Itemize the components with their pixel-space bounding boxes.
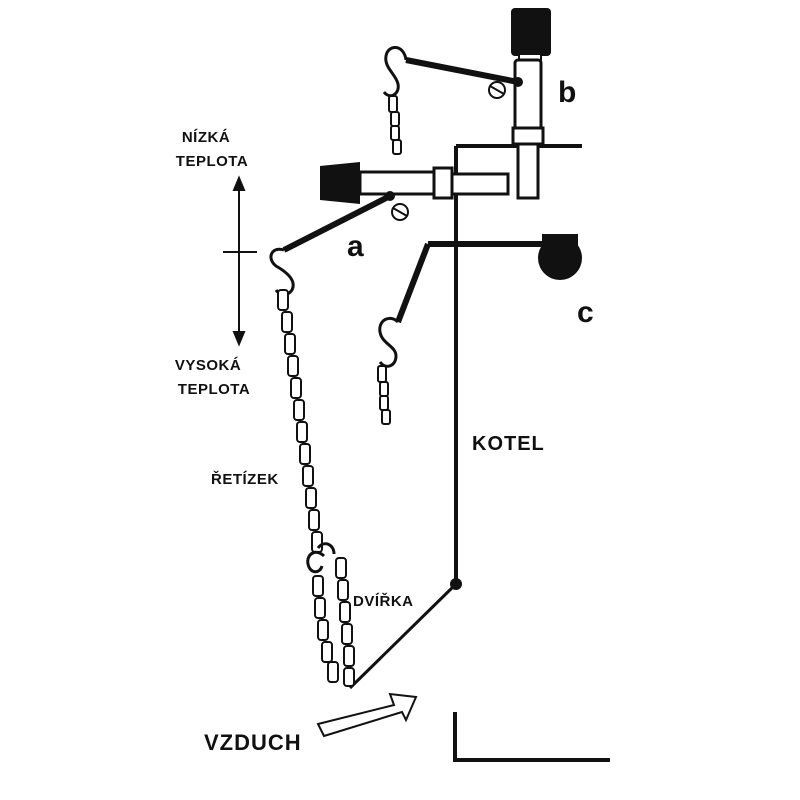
low-temp-label-line1: NÍZKÁ [182,129,230,146]
regulator-b [382,8,551,200]
label-b: b [558,76,576,109]
label-a: a [347,230,364,263]
air-label: VZDUCH [204,730,302,755]
high-temp-label-line2: TEPLOTA [178,381,250,398]
chain [277,289,355,687]
kotel-label: KOTEL [472,433,545,455]
low-temp-label-line2: TEPLOTA [176,153,248,170]
label-c: c [577,296,594,329]
regulator-b-knob [511,8,551,56]
door-hinge [450,578,462,590]
regulator-a-knob [320,162,360,204]
temperature-scale-arrow [223,175,257,347]
door-label: DVÍŘKA [353,592,414,610]
door-flap [348,578,462,690]
high-temp-label-line1: VYSOKÁ [175,357,241,374]
floor-corner [453,712,610,762]
chain-label: ŘETÍZEK [211,470,279,488]
regulator-c [377,234,582,425]
boiler-wall [454,144,582,584]
regulator-a [269,162,510,296]
chain-hook [306,550,326,574]
air-arrow [316,692,418,738]
